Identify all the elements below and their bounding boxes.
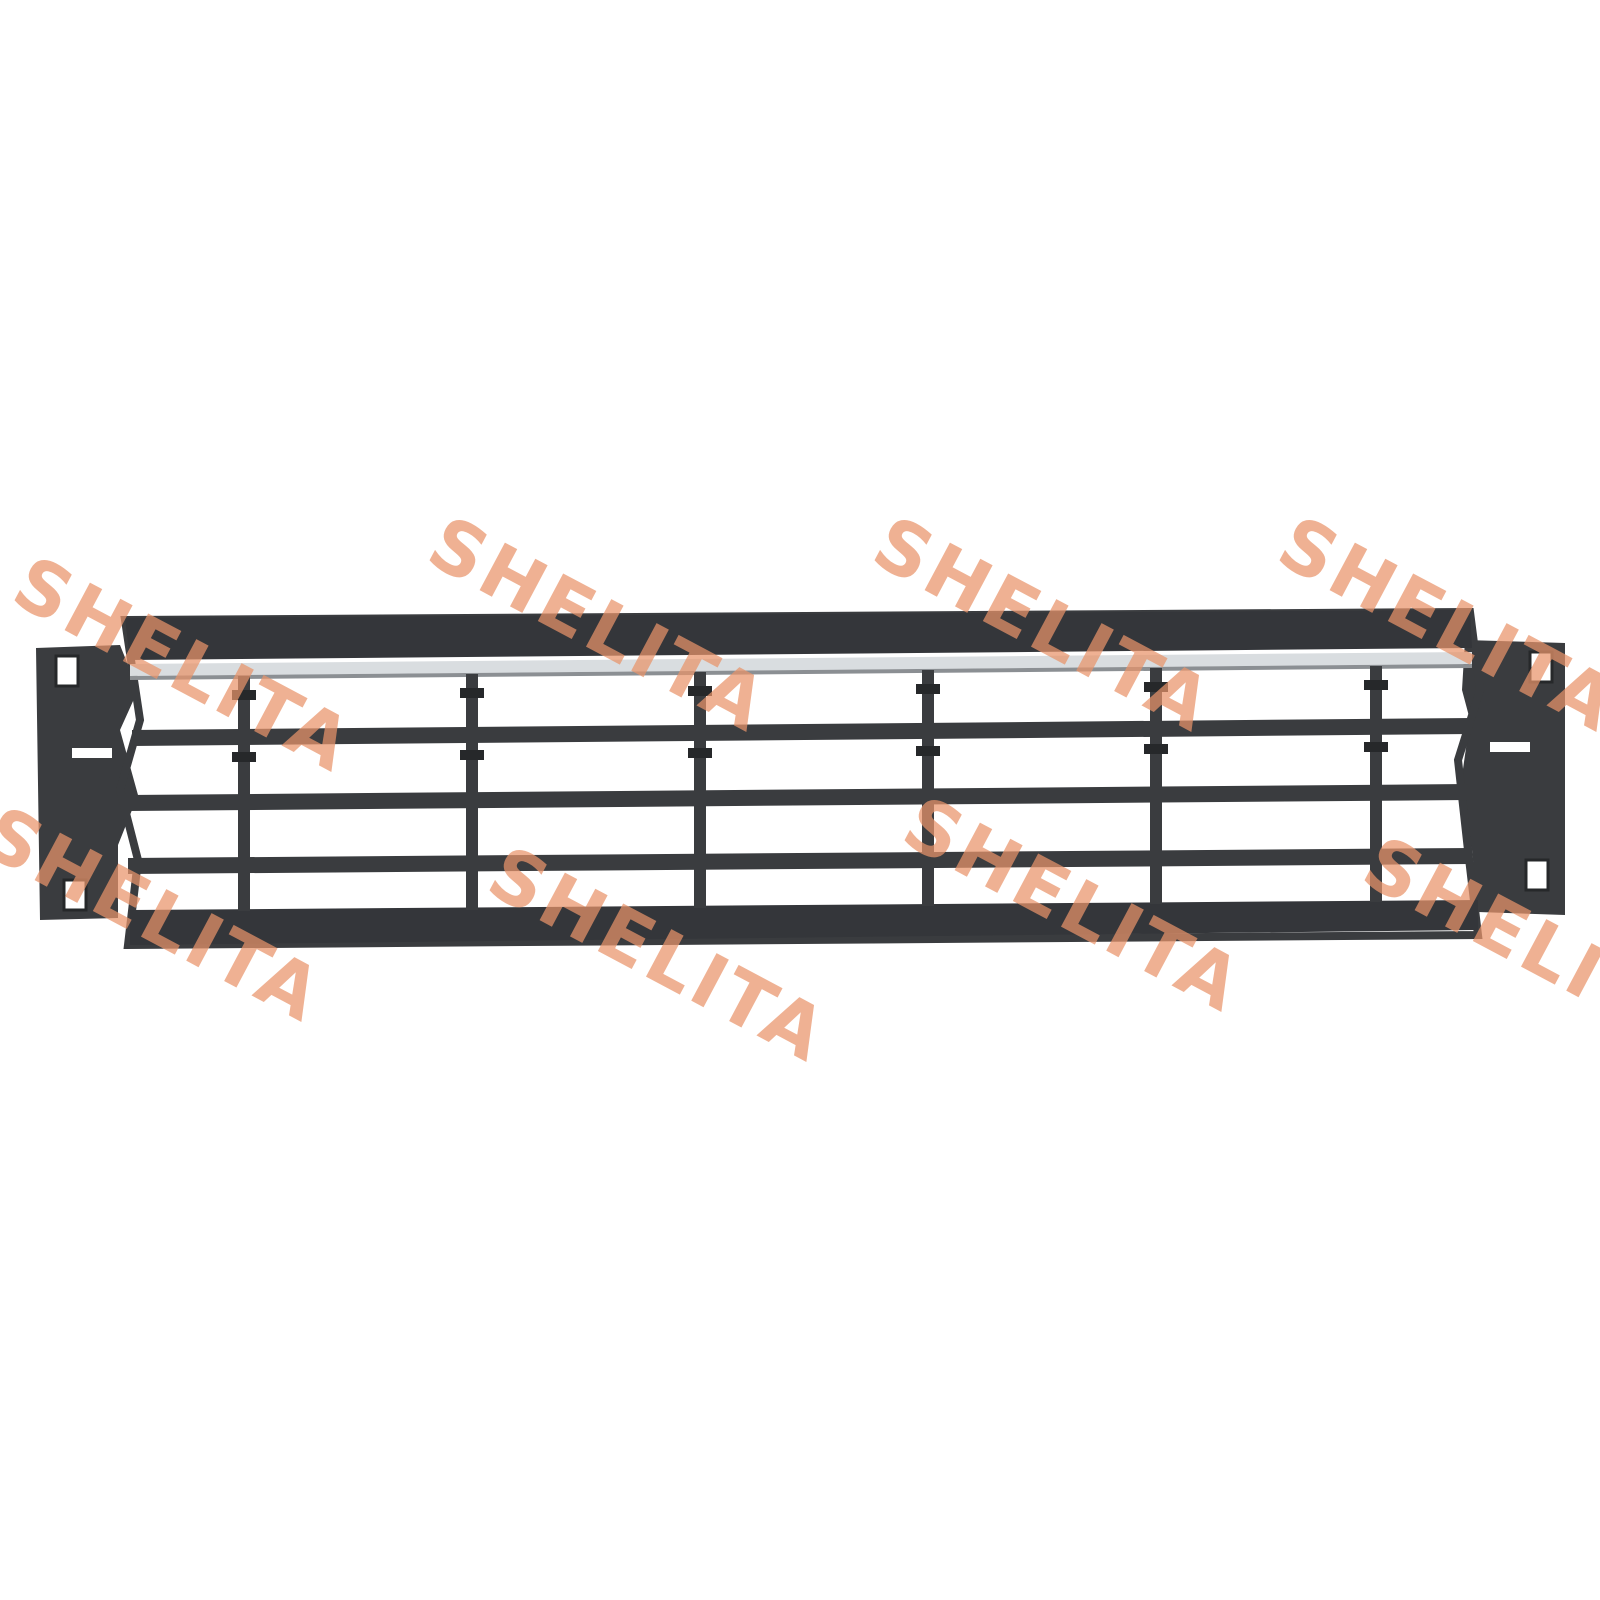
left-clip-slot-bottom (62, 878, 88, 912)
right-mounting-bracket (1460, 640, 1565, 915)
grille-slat-2 (126, 784, 1468, 811)
left-clip-slot-top (54, 654, 80, 688)
grille-vertical-ribs (238, 666, 1382, 911)
grille-top-bar (125, 610, 1472, 660)
grille-rib-nubs (232, 680, 1388, 762)
left-slot-middle (72, 748, 112, 758)
grille-slat-3 (128, 848, 1472, 874)
grille-slat-1 (132, 718, 1472, 746)
right-slot-middle (1490, 742, 1530, 752)
right-clip-slot-bottom (1524, 858, 1550, 892)
grille-bottom-bar (130, 900, 1478, 945)
right-clip-slot-top (1528, 650, 1554, 684)
left-mounting-bracket (36, 645, 138, 920)
chrome-strip (130, 652, 1472, 676)
grille-frame (115, 607, 1485, 950)
